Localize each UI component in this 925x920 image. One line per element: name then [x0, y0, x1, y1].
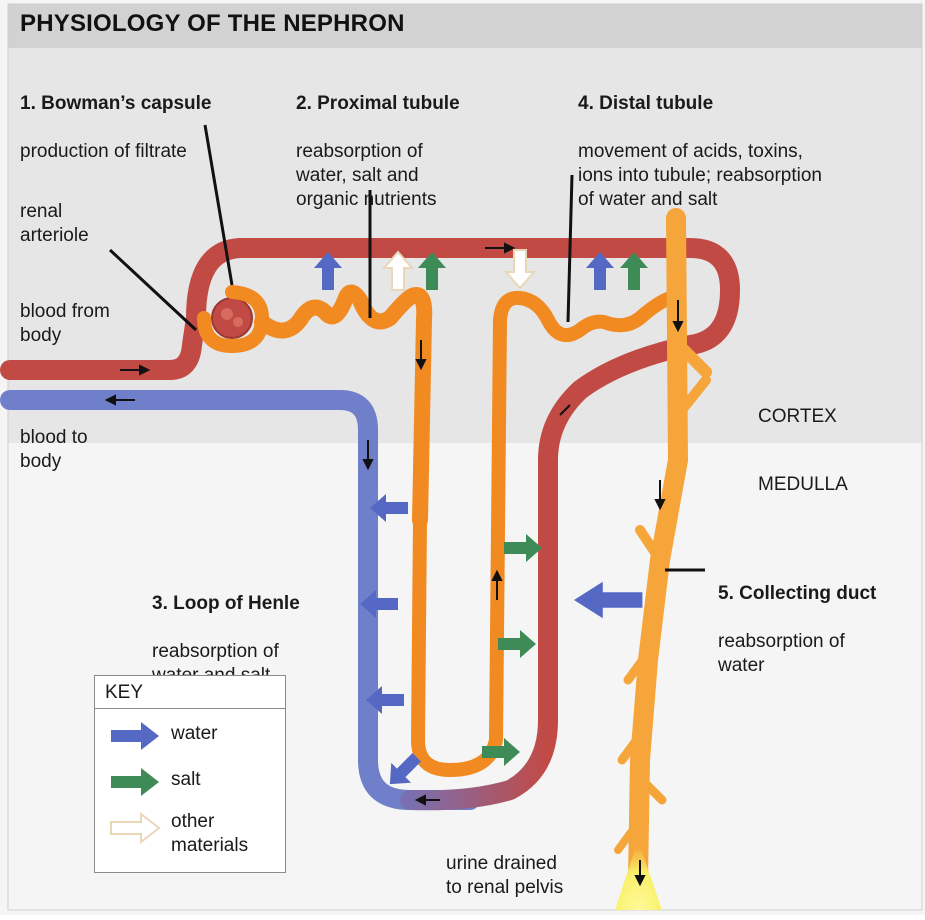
legend-salt-arrow-icon: [111, 768, 159, 796]
proximal-tubule-text: reabsorption of water, salt and organic …: [296, 141, 436, 210]
blood-from-body-label: blood from body: [20, 300, 110, 348]
legend-other-arrow-icon: [111, 814, 159, 842]
bowman-capsule-heading: 1. Bowman’s capsule: [20, 92, 211, 116]
blood-to-body-label: blood to body: [20, 426, 88, 474]
legend-other: other materials: [171, 810, 248, 858]
renal-arteriole-label: renal arteriole: [20, 200, 89, 248]
bowman-capsule-label: 1. Bowman’s capsule production of filtra…: [20, 68, 211, 164]
legend-salt: salt: [171, 768, 201, 792]
collecting-duct-heading: 5. Collecting duct: [718, 582, 876, 606]
proximal-tubule-label: 2. Proximal tubule reabsorption of water…: [296, 68, 460, 212]
legend-swatches: [109, 720, 165, 860]
collecting-duct-text: reabsorption of water: [718, 631, 845, 676]
legend-key: KEY water salt other materials: [94, 675, 286, 873]
urine-label: urine drained to renal pelvis: [446, 852, 563, 900]
distal-tubule-label: 4. Distal tubule movement of acids, toxi…: [578, 68, 822, 212]
legend-title: KEY: [105, 682, 143, 704]
legend-water: water: [171, 722, 217, 746]
legend-water-arrow-icon: [111, 722, 159, 750]
loop-of-henle-label: 3. Loop of Henle reabsorption of water a…: [152, 568, 300, 688]
proximal-tubule-heading: 2. Proximal tubule: [296, 92, 460, 116]
collecting-duct-label: 5. Collecting duct reabsorption of water: [718, 558, 876, 678]
distal-tubule-heading: 4. Distal tubule: [578, 92, 822, 116]
legend-divider: [95, 708, 285, 709]
medulla-label: MEDULLA: [758, 474, 848, 496]
loop-of-henle-heading: 3. Loop of Henle: [152, 592, 300, 616]
distal-tubule-text: movement of acids, toxins, ions into tub…: [578, 141, 822, 210]
glomerulus: [212, 298, 252, 338]
page-title: PHYSIOLOGY OF THE NEPHRON: [20, 10, 405, 38]
bowman-capsule-text: production of filtrate: [20, 141, 187, 162]
cortex-label: CORTEX: [758, 406, 837, 428]
